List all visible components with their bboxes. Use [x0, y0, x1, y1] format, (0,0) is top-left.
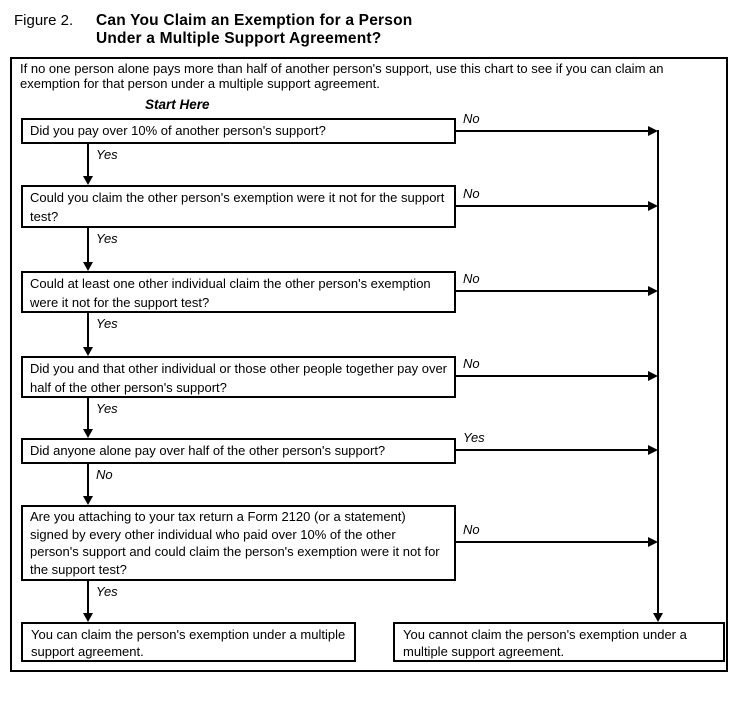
branch-label-side-4: No [463, 356, 480, 371]
connector-down-4-arrowhead-icon [83, 429, 93, 438]
branch-label-side-6: No [463, 522, 480, 537]
branch-label-side-5: Yes [463, 430, 485, 445]
connector-right-5-line [456, 449, 649, 451]
connector-right-2-arrowhead-icon [648, 201, 658, 211]
connector-down-6-arrowhead-icon [83, 613, 93, 622]
start-here-label: Start Here [145, 97, 210, 112]
branch-label-down-1: Yes [96, 147, 118, 162]
question-box-4: Did you and that other individual or tho… [21, 356, 456, 398]
connector-right-2-line [456, 205, 649, 207]
question-box-5: Did anyone alone pay over half of the ot… [21, 438, 456, 464]
figure-title-line-2: Under a Multiple Support Agreement? [96, 30, 382, 47]
connector-down-1-arrowhead-icon [83, 176, 93, 185]
connector-right-6-line [456, 541, 649, 543]
branch-label-side-1: No [463, 111, 480, 126]
connector-right-6-arrowhead-icon [648, 537, 658, 547]
connector-right-3-arrowhead-icon [648, 286, 658, 296]
right-rail-line [657, 130, 659, 614]
branch-label-down-3: Yes [96, 316, 118, 331]
connector-right-4-arrowhead-icon [648, 371, 658, 381]
outcome-box-cannot-claim: You cannot claim the person's exemption … [393, 622, 725, 662]
figure-title-line-1: Can You Claim an Exemption for a Person [96, 12, 413, 29]
outcome-box-can-claim: You can claim the person's exemption und… [21, 622, 356, 662]
connector-down-3-arrowhead-icon [83, 347, 93, 356]
connector-right-3-line [456, 290, 649, 292]
right-rail-arrowhead-icon [653, 613, 663, 622]
connector-down-4-line [87, 398, 89, 430]
intro-text: If no one person alone pays more than ha… [20, 61, 664, 91]
connector-down-2-arrowhead-icon [83, 262, 93, 271]
question-box-2: Could you claim the other person's exemp… [21, 185, 456, 228]
connector-down-5-arrowhead-icon [83, 496, 93, 505]
branch-label-side-2: No [463, 186, 480, 201]
figure-number-label: Figure 2. [14, 12, 74, 29]
connector-down-3-line [87, 313, 89, 348]
question-box-6: Are you attaching to your tax return a F… [21, 505, 456, 581]
connector-right-1-arrowhead-icon [648, 126, 658, 136]
connector-right-4-line [456, 375, 649, 377]
branch-label-down-5: No [96, 467, 113, 482]
connector-down-2-line [87, 228, 89, 263]
figure-title: Can You Claim an Exemption for a Person … [96, 12, 412, 48]
connector-right-5-arrowhead-icon [648, 445, 658, 455]
branch-label-down-6: Yes [96, 584, 118, 599]
question-box-3: Could at least one other individual clai… [21, 271, 456, 313]
connector-down-5-line [87, 464, 89, 497]
connector-right-1-line [456, 130, 649, 132]
branch-label-down-4: Yes [96, 401, 118, 416]
branch-label-down-2: Yes [96, 231, 118, 246]
branch-label-side-3: No [463, 271, 480, 286]
connector-down-6-line [87, 581, 89, 614]
connector-down-1-line [87, 144, 89, 177]
question-box-1: Did you pay over 10% of another person's… [21, 118, 456, 144]
